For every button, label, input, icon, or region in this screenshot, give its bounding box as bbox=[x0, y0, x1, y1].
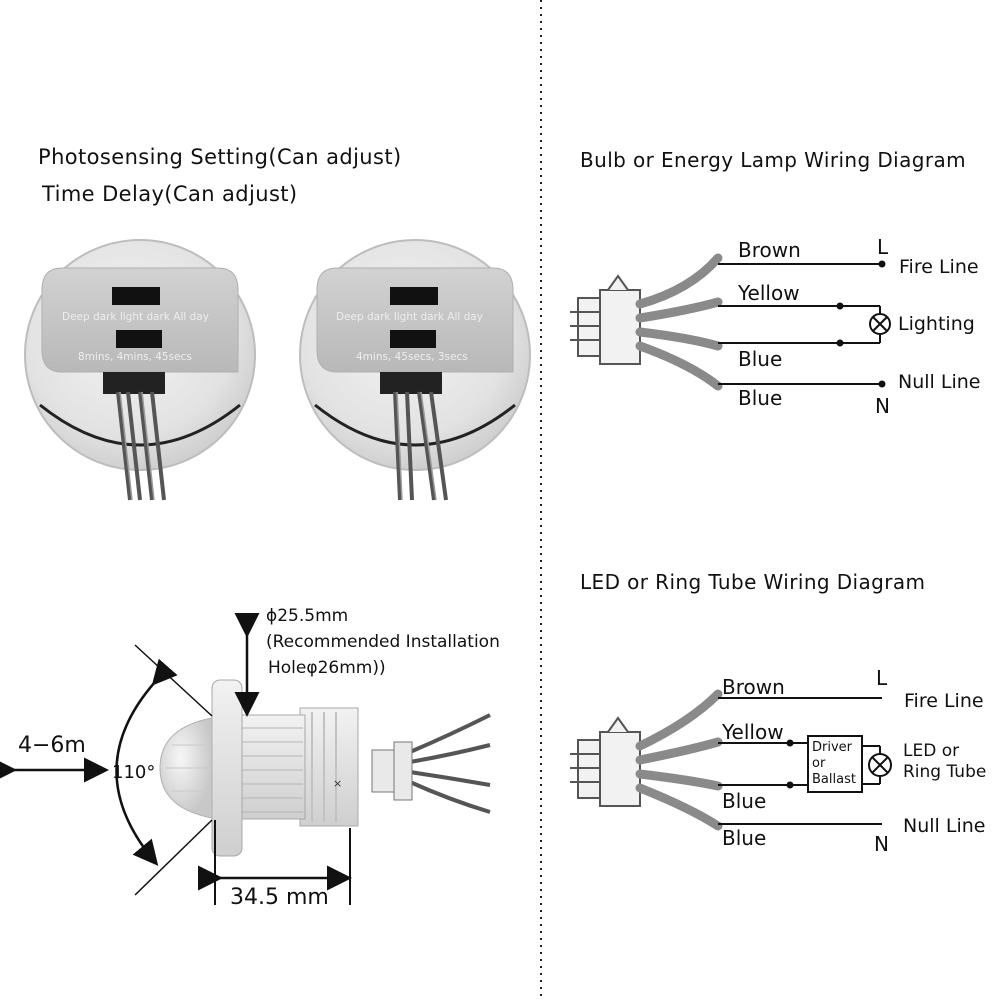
recommended-line2: Holeφ26mm)) bbox=[268, 658, 386, 678]
sensor-a-time-labels: 8mins, 4mins, 45secs bbox=[78, 351, 192, 363]
bulb-wire-blue1: Blue bbox=[738, 347, 783, 371]
led-label-line2: Ring Tube bbox=[903, 762, 987, 782]
bulb-terminal-L: L bbox=[877, 235, 889, 259]
led-wire-brown: Brown bbox=[722, 675, 785, 699]
led-null-line: Null Line bbox=[903, 815, 986, 837]
bulb-wire-yellow: Yellow bbox=[738, 281, 800, 305]
bulb-null-line: Null Line bbox=[898, 371, 981, 393]
time-delay-title: Time Delay(Can adjust) bbox=[42, 182, 298, 206]
svg-text:×: × bbox=[333, 777, 342, 790]
sensor-a-photo bbox=[24, 239, 256, 501]
diameter-label: ϕ25.5mm bbox=[266, 606, 349, 626]
led-wiring-diagram bbox=[570, 689, 892, 831]
bulb-lighting: Lighting bbox=[898, 313, 975, 335]
depth-dimension bbox=[198, 820, 352, 905]
driver-line2: or bbox=[812, 756, 826, 771]
recommended-line1: (Recommended Installation bbox=[266, 632, 500, 652]
sensor-side-view: × bbox=[159, 679, 491, 857]
range-label: 4−6m bbox=[18, 733, 86, 758]
led-wire-blue1: Blue bbox=[722, 789, 767, 813]
led-wire-blue2: Blue bbox=[722, 826, 767, 850]
depth-label: 34.5 mm bbox=[230, 885, 329, 910]
led-terminal-L: L bbox=[876, 666, 888, 690]
driver-line1: Driver bbox=[812, 740, 853, 755]
bulb-wire-blue2: Blue bbox=[738, 386, 783, 410]
led-fire-line: Fire Line bbox=[904, 690, 984, 712]
sensor-b-photo bbox=[299, 239, 531, 501]
led-wire-yellow: Yellow bbox=[722, 720, 784, 744]
bulb-terminal-N: N bbox=[875, 394, 890, 418]
led-diagram-title: LED or Ring Tube Wiring Diagram bbox=[580, 570, 926, 594]
led-label-line1: LED or bbox=[903, 741, 960, 761]
sensor-b-light-labels: Deep dark light dark All day bbox=[336, 311, 483, 323]
angle-label: 110° bbox=[112, 762, 156, 783]
photosensing-title: Photosensing Setting(Can adjust) bbox=[38, 145, 402, 169]
bulb-fire-line: Fire Line bbox=[899, 256, 979, 278]
detection-angle-indicator bbox=[115, 644, 213, 896]
bulb-diagram-title: Bulb or Energy Lamp Wiring Diagram bbox=[580, 148, 967, 172]
sensor-a-light-labels: Deep dark light dark All day bbox=[62, 311, 209, 323]
bulb-wire-brown: Brown bbox=[738, 238, 801, 262]
driver-line3: Ballast bbox=[812, 772, 856, 787]
sensor-b-time-labels: 4mins, 45secs, 3secs bbox=[356, 351, 468, 363]
led-terminal-N: N bbox=[874, 832, 889, 856]
bulb-wiring-diagram bbox=[570, 253, 891, 391]
